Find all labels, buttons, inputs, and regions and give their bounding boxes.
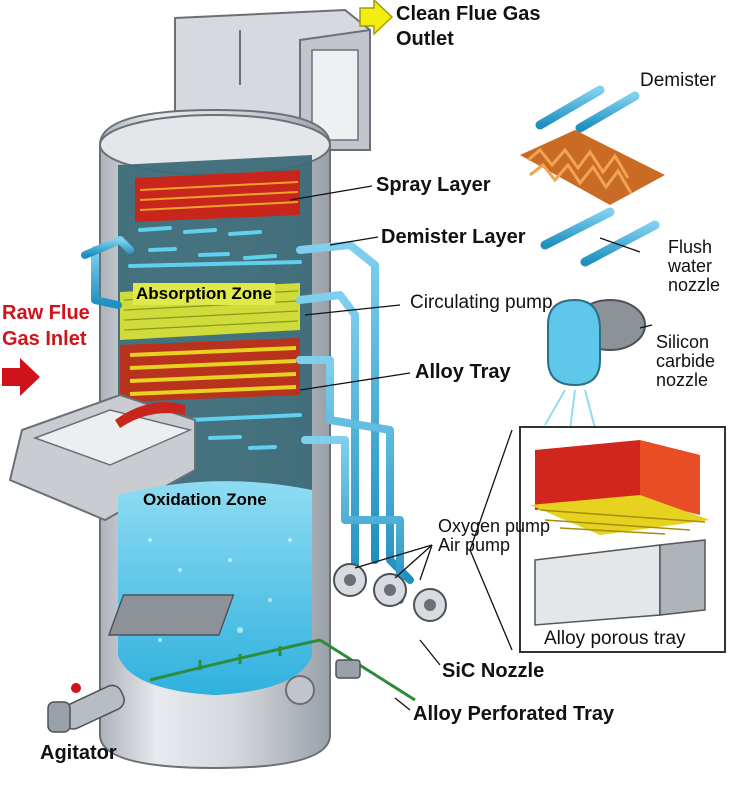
flush-water-nozzle-label: Flush water nozzle <box>668 238 720 295</box>
agitator-label: Agitator <box>40 742 117 764</box>
raw-flue-gas-inlet-label: Raw Flue Gas Inlet <box>2 300 90 352</box>
lower-nozzles <box>188 413 302 450</box>
outlet-label-line2: Outlet <box>396 28 454 50</box>
raw-label-line2: Gas Inlet <box>2 328 87 350</box>
agitator-icon <box>47 683 125 733</box>
absorption-zone-label: Absorption Zone <box>133 283 275 305</box>
spray-layer <box>135 170 300 222</box>
circulating-pipes <box>81 236 414 604</box>
outlet-label: Clean Flue Gas Outlet <box>396 2 541 52</box>
spray-nozzles <box>128 226 302 268</box>
silicon-carbide-nozzle-label: Silicon carbide nozzle <box>656 333 715 390</box>
demister-detail <box>520 85 665 267</box>
sic-nozzle-label: SiC Nozzle <box>442 660 545 682</box>
flush-label-line1: Flush <box>668 237 713 257</box>
oxidation-water <box>118 481 312 695</box>
flush-label-line3: nozzle <box>668 275 721 295</box>
alloy-tray-label: Alloy Tray <box>415 361 511 383</box>
circulating-pump-label: Circulating pump <box>410 292 553 313</box>
perforated-tray <box>149 638 416 702</box>
pumps <box>107 563 447 636</box>
sic-nozzle-icon <box>335 659 361 679</box>
manhole <box>285 675 315 705</box>
oxygen-pump-label: Oxygen pump <box>438 516 551 536</box>
spray-layer-label: Spray Layer <box>376 174 491 196</box>
silicon-label-line2: carbide <box>656 351 716 371</box>
demister-label: Demister <box>640 70 717 91</box>
flush-label-line2: water <box>668 256 713 276</box>
silicon-label-line1: Silicon <box>656 332 710 352</box>
outlet-arrow-icon <box>359 0 394 36</box>
silicon-carbide-nozzle-detail <box>544 298 646 431</box>
alloy-porous-tray-detail <box>519 426 726 653</box>
inlet-arrow-icon <box>2 358 40 396</box>
alloy-perforated-tray-label: Alloy Perforated Tray <box>413 703 615 725</box>
air-pump-label: Air pump <box>438 535 511 555</box>
oxidation-zone-label: Oxidation Zone <box>143 490 267 509</box>
leader-lines <box>289 185 653 711</box>
alloy-porous-tray-label: Alloy porous tray <box>544 628 686 649</box>
alloy-tray <box>120 338 300 402</box>
outlet-label-line1: Clean Flue Gas <box>396 3 541 25</box>
demister-layer-label: Demister Layer <box>381 226 526 248</box>
silicon-label-line3: nozzle <box>656 370 709 390</box>
raw-label-line1: Raw Flue <box>2 302 90 324</box>
